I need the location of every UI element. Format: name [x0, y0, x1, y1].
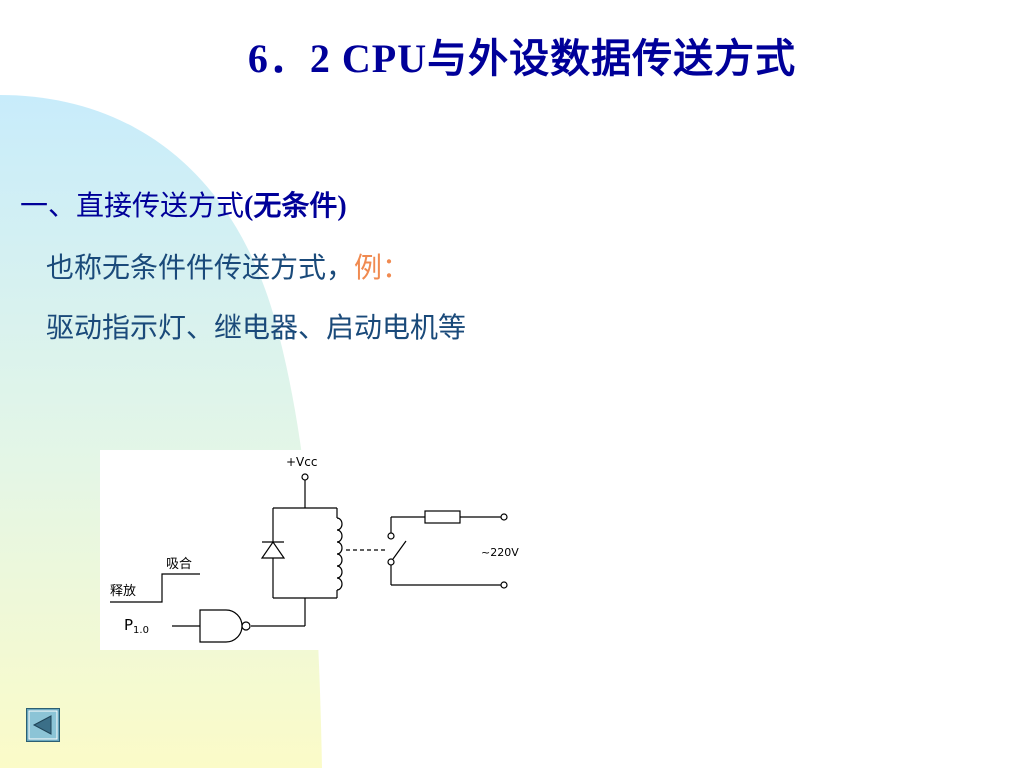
voltage-label: ~220V: [481, 546, 519, 559]
left-arrow-icon: [26, 708, 60, 742]
pull-in-label: 吸合: [166, 557, 192, 572]
heading-text: 直接传送方式: [76, 189, 245, 222]
relay-circuit-diagram: +Vcc ~220V 吸合 释放 P1.0: [100, 450, 524, 650]
heading-tail: (无条件): [244, 191, 347, 222]
example-label: 例：: [354, 251, 411, 284]
load-resistor: [424, 510, 461, 524]
heading-number: 一、: [20, 189, 77, 222]
diode-symbol: [260, 540, 286, 559]
examples-line: 驱动指示灯、继电器、启动电机等: [46, 311, 467, 344]
description-text: 也称无条件件传送方式，: [46, 251, 355, 284]
relay-coil: [336, 517, 343, 591]
pulse-waveform: [110, 573, 200, 603]
slide-title: 6．2 CPU与外设数据传送方式: [247, 36, 797, 81]
port-label: P1.0: [124, 616, 149, 636]
circuit-svg: +Vcc ~220V 吸合 释放 P1.0: [110, 455, 519, 643]
previous-slide-button[interactable]: [26, 708, 60, 742]
section-heading: 一、直接传送方式(无条件): [20, 184, 347, 224]
release-label: 释放: [110, 584, 136, 599]
nand-gate: [199, 609, 243, 643]
vcc-label: +Vcc: [286, 455, 317, 469]
description-line: 也称无条件件传送方式，例：: [46, 246, 410, 286]
relay-switch: [392, 540, 407, 560]
vcc-terminal: [301, 473, 309, 481]
